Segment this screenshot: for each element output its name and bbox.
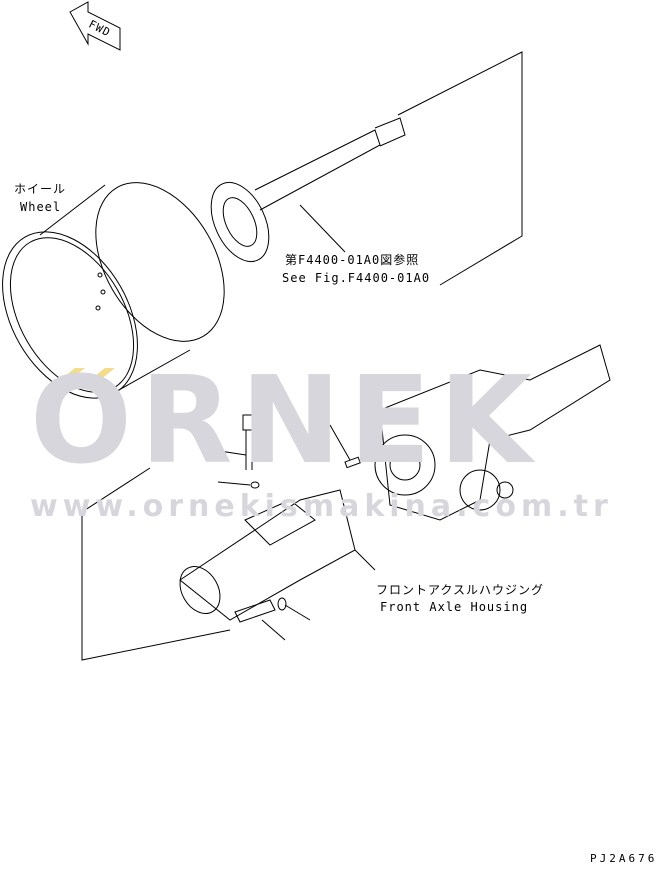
drawing-code: PJ2A676 — [590, 852, 658, 865]
watermark-logo: ORNEK — [30, 352, 540, 491]
shaft-ref-en: See Fig.F4400-01A0 — [282, 271, 431, 285]
wheel-label-en: Wheel — [20, 200, 62, 214]
fwd-arrow-icon — [69, 1, 121, 51]
housing-label-jp: フロントアクスルハウジング — [376, 583, 545, 597]
bolt-drawing — [234, 414, 361, 623]
wheel-drawing — [2, 182, 225, 399]
watermark-accent — [60, 368, 115, 380]
leader-lines — [81, 424, 376, 661]
flange-drawing — [210, 181, 270, 263]
wheel-label-jp: ホイール — [14, 182, 67, 196]
axle-shaft-drawing — [254, 117, 406, 211]
reference-frame-lines — [299, 51, 523, 286]
axle-housing-drawing — [374, 344, 611, 521]
shaft-ref-jp: 第F4400-01A0図参照 — [285, 253, 420, 267]
watermark-url: www.ornekismakina.com.tr — [30, 489, 613, 524]
housing-label-en: Front Axle Housing — [380, 600, 529, 614]
